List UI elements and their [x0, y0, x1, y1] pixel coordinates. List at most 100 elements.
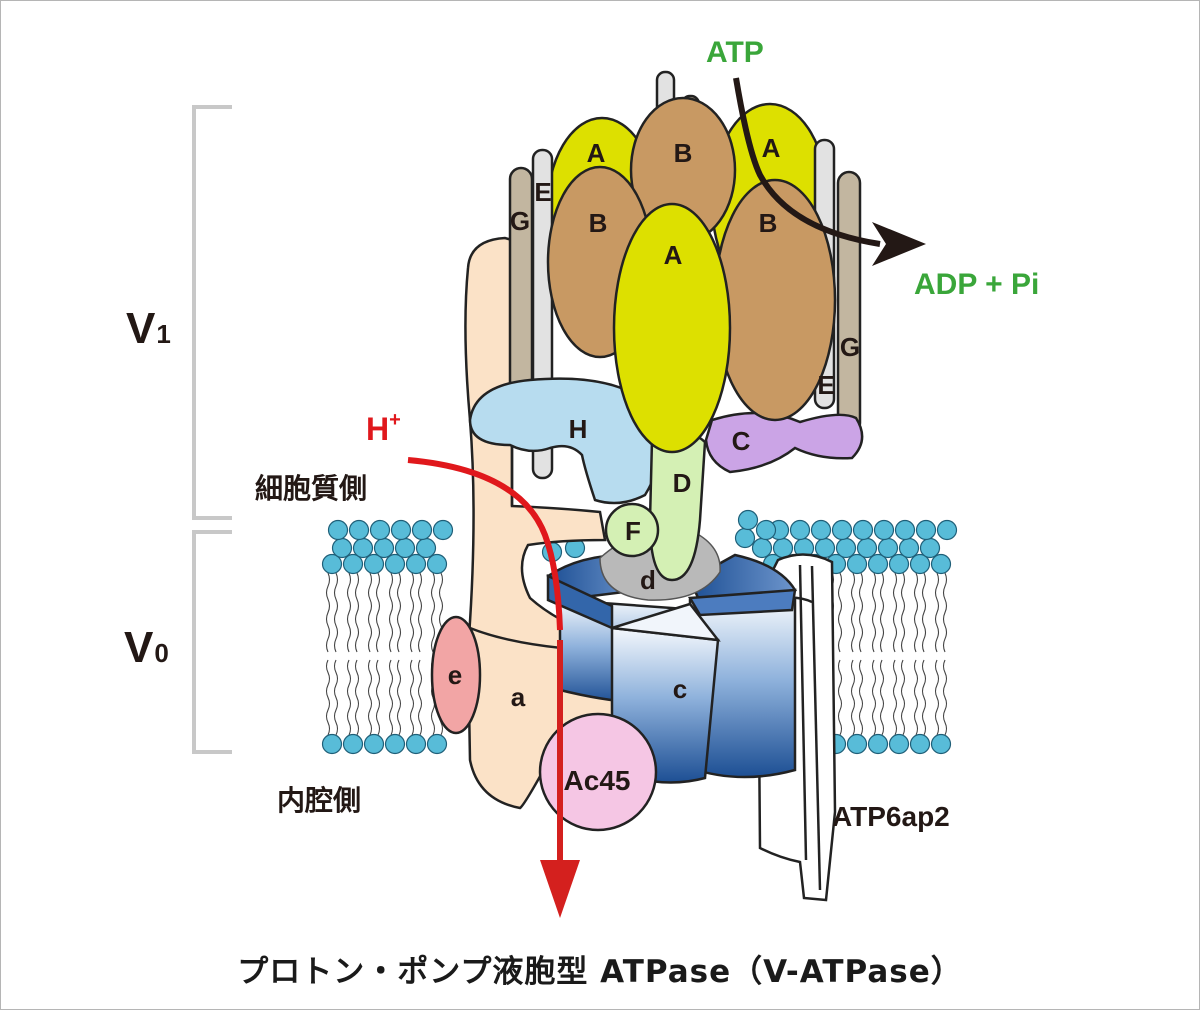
lipid-tail — [892, 572, 898, 653]
lipid-tail — [900, 572, 906, 653]
lipid-tail — [850, 659, 856, 736]
label-subunit-a-right-back: A — [762, 133, 781, 163]
lipid-tail — [354, 659, 360, 736]
lipid-tail — [942, 572, 948, 653]
lipid-head — [835, 537, 857, 559]
lipid-tail — [409, 572, 415, 653]
label-v0: V0 — [124, 623, 169, 672]
label-subunit-c-ring: c — [673, 674, 687, 704]
label-subunit-f: F — [625, 516, 641, 546]
lipid-tail — [913, 572, 919, 653]
label-subunit-a-center: A — [664, 240, 683, 270]
proton-exit-arrow-head — [540, 860, 580, 918]
lipid-head — [898, 537, 920, 559]
label-subunit-e-lower: e — [448, 660, 462, 690]
subunit-h — [468, 377, 662, 505]
lipid-head — [814, 537, 836, 559]
label-atp6ap2: ATP6ap2 — [832, 801, 950, 832]
lipid-head — [426, 553, 448, 575]
lipid-head — [737, 509, 759, 531]
label-subunit-e-left: E — [534, 177, 551, 207]
lipid-head — [369, 519, 391, 541]
lipid-head — [342, 553, 364, 575]
lipid-head — [751, 537, 773, 559]
lipid-head — [384, 553, 406, 575]
lipid-head — [856, 537, 878, 559]
lipid-head — [373, 537, 395, 559]
lipid-tail — [871, 572, 877, 653]
lipid-head — [405, 553, 427, 575]
lipid-tail — [346, 659, 352, 736]
lipid-head — [915, 519, 937, 541]
lipid-tail — [367, 572, 373, 653]
lipid-tail — [858, 659, 864, 736]
lipid-head — [919, 537, 941, 559]
lipid-head — [432, 519, 454, 541]
lipid-tail — [892, 659, 898, 736]
subunit-f — [604, 502, 660, 558]
lipid-head — [755, 519, 777, 541]
lipid-tail — [409, 659, 415, 736]
lipid-head — [867, 733, 889, 755]
lipid-tail — [388, 659, 394, 736]
lipid-head — [405, 733, 427, 755]
lipid-tail — [367, 659, 373, 736]
lipid-tail — [921, 659, 927, 736]
label-adp-pi: ADP + Pi — [914, 268, 1039, 301]
lipid-tail — [417, 659, 423, 736]
lipid-head — [909, 553, 931, 575]
lipid-tail — [430, 572, 436, 653]
lipid-tail — [325, 572, 331, 653]
lipid-head — [846, 553, 868, 575]
lipid-head — [426, 733, 448, 755]
lipid-head — [789, 519, 811, 541]
lipid-tail — [375, 659, 381, 736]
lipid-head — [888, 733, 910, 755]
lipid-tail — [333, 659, 339, 736]
lipid-tail — [325, 659, 331, 736]
lipid-tail — [396, 572, 402, 653]
lipid-head — [394, 537, 416, 559]
label-cytoplasmic-side: 細胞質側 — [255, 472, 367, 505]
atp-hydrolysis-arrow — [733, 77, 926, 266]
lipid-head — [331, 537, 353, 559]
lipid-tail — [934, 659, 940, 736]
lipid-tail — [921, 572, 927, 653]
lipid-head — [321, 553, 343, 575]
lipid-tail — [837, 659, 843, 736]
lipid-head — [411, 519, 433, 541]
lipid-head — [352, 537, 374, 559]
lipid-head — [327, 519, 349, 541]
lipid-head — [852, 519, 874, 541]
lipid-head — [415, 537, 437, 559]
proton-pathway — [407, 457, 580, 918]
subunit-ac45 — [538, 712, 658, 832]
label-subunit-h: H — [569, 414, 588, 444]
lipid-head — [894, 519, 916, 541]
lipid-head — [348, 519, 370, 541]
lipid-head — [888, 553, 910, 575]
label-subunit-b-right-front: B — [759, 208, 778, 238]
v1-bracket — [192, 105, 232, 520]
lipid-tail — [879, 572, 885, 653]
label-subunit-e-right: E — [817, 370, 834, 400]
lipid-head — [810, 519, 832, 541]
lipid-tail — [900, 659, 906, 736]
lipid-tail — [858, 572, 864, 653]
v0-bracket — [192, 530, 232, 754]
lipid-tail — [837, 572, 843, 653]
label-subunit-g-left: G — [510, 206, 530, 236]
lipid-head — [936, 519, 958, 541]
lipid-tail — [942, 659, 948, 736]
figure-caption: プロトン・ポンプ液胞型 ATPase（V-ATPase） — [237, 954, 963, 990]
label-v1: V1 — [126, 304, 171, 353]
label-subunit-d-upper: D — [673, 468, 692, 498]
label-subunit-c-upper: C — [732, 426, 751, 456]
lipid-head — [930, 553, 952, 575]
lipid-head — [384, 733, 406, 755]
label-luminal-side: 内腔側 — [277, 784, 361, 817]
subunit-e-lower — [430, 615, 482, 735]
label-subunit-a-left-back: A — [587, 138, 606, 168]
lipid-tail — [913, 659, 919, 736]
